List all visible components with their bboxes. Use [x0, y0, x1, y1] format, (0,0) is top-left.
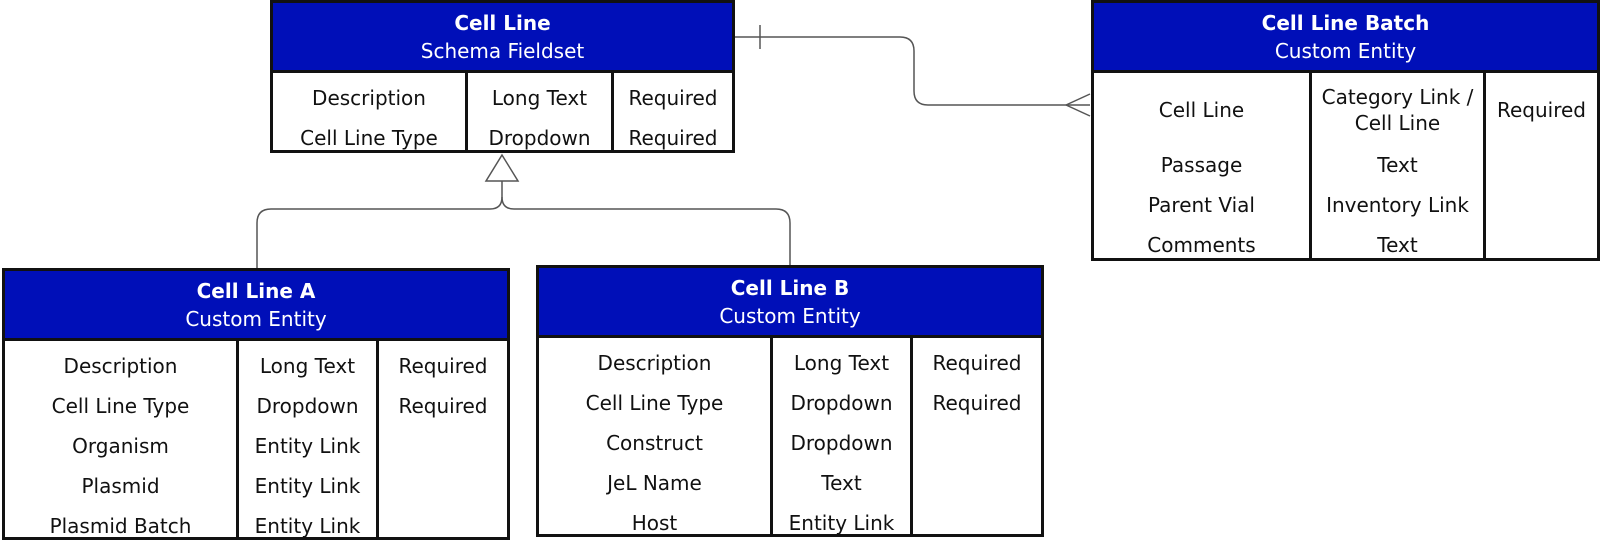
entity-cell-line: Cell Line Schema Fieldset Description Ce… — [270, 0, 735, 153]
field-type-column: Long Text Dropdown Entity Link Entity Li… — [239, 341, 379, 538]
field-type: Long Text — [491, 86, 588, 110]
many-cardinality-crowfoot — [1065, 93, 1091, 117]
field-name: Host — [631, 511, 678, 535]
field-name: Description — [597, 351, 712, 375]
inheritance-branch-b — [501, 196, 791, 267]
field-type: Text — [1377, 233, 1418, 257]
field-name: Plasmid — [81, 474, 160, 498]
field-name: Cell Line Type — [51, 394, 190, 418]
field-name: Cell Line Type — [300, 126, 438, 150]
field-name: Comments — [1147, 233, 1256, 257]
fields-table: Description Cell Line Type Long Text Dro… — [273, 73, 732, 150]
entity-header: Cell Line A Custom Entity — [5, 271, 507, 341]
field-required-column: Required Required — [913, 338, 1041, 534]
field-name: Plasmid Batch — [49, 514, 192, 538]
field-type-column: Long Text Dropdown — [468, 73, 614, 150]
field-type: Dropdown — [790, 391, 893, 415]
field-name: Cell Line — [1158, 98, 1245, 122]
fields-table: Description Cell Line Type Construct JeL… — [539, 338, 1041, 535]
field-required-column: Required Required — [614, 73, 732, 150]
field-name-column: Description Cell Line Type Organism Plas… — [5, 341, 239, 538]
field-name: Cell Line Type — [585, 391, 724, 415]
field-type-column: Category Link / Cell Line Text Inventory… — [1312, 73, 1486, 258]
field-name: JeL Name — [607, 471, 702, 495]
field-type: Entity Link — [788, 511, 895, 535]
field-required: Required — [398, 354, 488, 378]
field-type: Entity Link — [254, 514, 361, 538]
inheritance-triangle — [484, 153, 520, 182]
field-type-column: Long Text Dropdown Dropdown Text Entity … — [773, 338, 913, 535]
field-required: Required — [628, 86, 718, 110]
field-required-column: Required Required — [379, 341, 507, 537]
field-name-column: Description Cell Line Type — [273, 73, 468, 150]
field-type: Dropdown — [790, 431, 893, 455]
entity-cell-line-a: Cell Line A Custom Entity Description Ce… — [2, 268, 510, 540]
field-name: Parent Vial — [1148, 193, 1255, 217]
entity-subtitle: Custom Entity — [185, 306, 327, 331]
inheritance-stem — [256, 181, 503, 270]
field-type: Dropdown — [488, 126, 591, 150]
field-type: Text — [821, 471, 862, 495]
entity-header: Cell Line B Custom Entity — [539, 268, 1041, 338]
field-required: Required — [628, 126, 718, 150]
entity-title: Cell Line B — [730, 275, 850, 300]
field-required-column: Required — [1486, 73, 1597, 258]
field-type: Entity Link — [254, 434, 361, 458]
field-required: Required — [398, 394, 488, 418]
fields-table: Cell Line Passage Parent Vial Comments C… — [1094, 73, 1597, 258]
field-type: Long Text — [259, 354, 356, 378]
field-name-column: Description Cell Line Type Construct JeL… — [539, 338, 773, 535]
entity-subtitle: Custom Entity — [1274, 38, 1417, 63]
entity-header: Cell Line Batch Custom Entity — [1094, 3, 1597, 73]
field-name: Description — [63, 354, 178, 378]
field-name: Description — [312, 86, 426, 110]
field-required: Required — [932, 351, 1022, 375]
entity-cell-line-batch: Cell Line Batch Custom Entity Cell Line … — [1091, 0, 1600, 261]
entity-subtitle: Custom Entity — [719, 303, 861, 328]
entity-title: Cell Line A — [196, 278, 316, 303]
entity-title: Cell Line — [454, 10, 551, 35]
field-name: Construct — [606, 431, 703, 455]
field-required: Required — [1496, 98, 1586, 122]
field-type: Dropdown — [256, 394, 359, 418]
field-type: Inventory Link — [1326, 193, 1469, 217]
field-required: Required — [932, 391, 1022, 415]
entity-cell-line-b: Cell Line B Custom Entity Description Ce… — [536, 265, 1044, 537]
field-name: Organism — [72, 434, 169, 458]
field-type: Long Text — [793, 351, 890, 375]
relationship-line-cell-line-to-batch — [734, 36, 1090, 106]
field-name-column: Cell Line Passage Parent Vial Comments — [1094, 73, 1312, 258]
field-type: Category Link / Cell Line — [1321, 85, 1474, 135]
field-type: Entity Link — [254, 474, 361, 498]
field-type: Text — [1377, 153, 1418, 177]
fields-table: Description Cell Line Type Organism Plas… — [5, 341, 507, 538]
entity-title: Cell Line Batch — [1261, 10, 1430, 35]
entity-subtitle: Schema Fieldset — [420, 38, 585, 63]
field-name: Passage — [1160, 153, 1243, 177]
entity-header: Cell Line Schema Fieldset — [273, 3, 732, 73]
